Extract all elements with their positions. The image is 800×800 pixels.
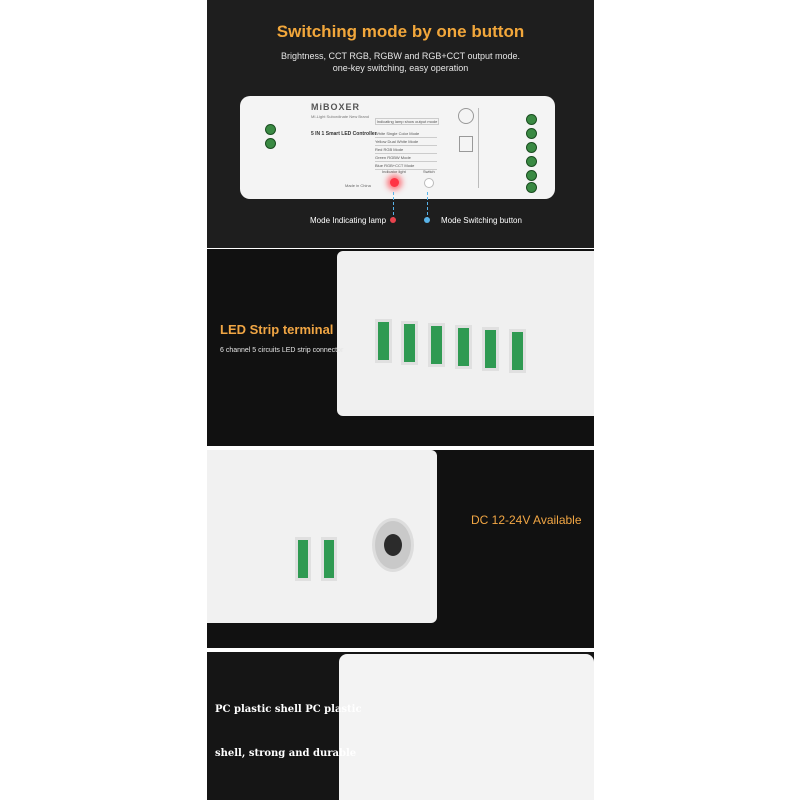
output-label-area (478, 108, 525, 188)
controller-side-image (337, 251, 594, 416)
output-terminal-icon (526, 182, 537, 193)
lamp-caption: Mode Indicating lamp (310, 216, 387, 225)
mode-table-header: Indicating lamp show output mode (375, 118, 439, 125)
section-title: Switching mode by one button (276, 22, 525, 41)
output-terminal-icon (526, 114, 537, 125)
section-subtitle: Brightness, CCT RGB, RGBW and RGB+CCT ou… (207, 50, 594, 74)
section-subtitle: 6 channel 5 circuits LED strip connector (220, 347, 344, 354)
power-terminal-icon (265, 124, 276, 135)
pc-shell-panel: PC plastic shell PC plastic shell, stron… (207, 652, 594, 800)
power-terminal-slot (295, 537, 311, 581)
subtitle-line-2: one-key switching, easy operation (332, 63, 469, 73)
terminal-slot (455, 325, 472, 369)
button-guide-line (427, 192, 428, 220)
mode-table: White Single Color Mode Yellow Dual Whit… (375, 130, 437, 170)
indicator-lamp (390, 178, 399, 187)
terminal-slot (428, 323, 445, 367)
output-terminal-icon (526, 156, 537, 167)
dustbin-icon (459, 136, 473, 152)
mode-row: Red RGB Mode (375, 146, 437, 154)
terminal-slot (375, 319, 392, 363)
mode-row: Blue RGB+CCT Mode (375, 162, 437, 170)
mode-row: White Single Color Mode (375, 130, 437, 138)
dc-input-panel: DC 12-24V Available (207, 450, 594, 648)
mode-switch-button[interactable] (424, 178, 434, 188)
mode-row: Green RGBW Mode (375, 154, 437, 162)
brand-logo: MiBOXER (311, 102, 361, 112)
lamp-guide-line (393, 192, 394, 220)
switching-mode-panel: Switching mode by one button Brightness,… (207, 0, 594, 248)
lamp-dot-icon (390, 217, 396, 223)
controller-image: MiBOXER MI-Light Subordinate New Brand 5… (240, 96, 555, 199)
dc-jack-icon (372, 518, 414, 572)
made-in-label: Made in China (345, 183, 371, 188)
shell-text-line-1: PC plastic shell PC plastic (215, 704, 362, 715)
wifi-icon (458, 108, 474, 124)
brand-tagline: MI-Light Subordinate New Brand (311, 114, 370, 119)
mode-row: Yellow Dual White Mode (375, 138, 437, 146)
product-name: 5 IN 1 Smart LED Controller (311, 131, 377, 137)
section-title: LED Strip terminal (220, 322, 334, 337)
switch-label: Switch (423, 169, 435, 174)
button-dot-icon (424, 217, 430, 223)
button-caption: Mode Switching button (441, 216, 522, 225)
output-terminal-icon (526, 128, 537, 139)
shell-text-line-2: shell, strong and durable (215, 748, 357, 759)
output-terminal-icon (526, 142, 537, 153)
terminal-slot (482, 327, 499, 371)
indicator-label: Indicator light (382, 169, 406, 174)
terminal-slot (401, 321, 418, 365)
power-terminal-slot (321, 537, 337, 581)
output-terminal-icon (526, 170, 537, 181)
section-title: DC 12-24V Available (471, 513, 582, 527)
power-terminal-icon (265, 138, 276, 149)
subtitle-line-1: Brightness, CCT RGB, RGBW and RGB+CCT ou… (280, 51, 520, 61)
controller-input-image (207, 450, 437, 623)
led-strip-terminal-panel: LED Strip terminal 6 channel 5 circuits … (207, 249, 594, 446)
terminal-slot (509, 329, 526, 373)
controller-shell-image (339, 654, 594, 800)
